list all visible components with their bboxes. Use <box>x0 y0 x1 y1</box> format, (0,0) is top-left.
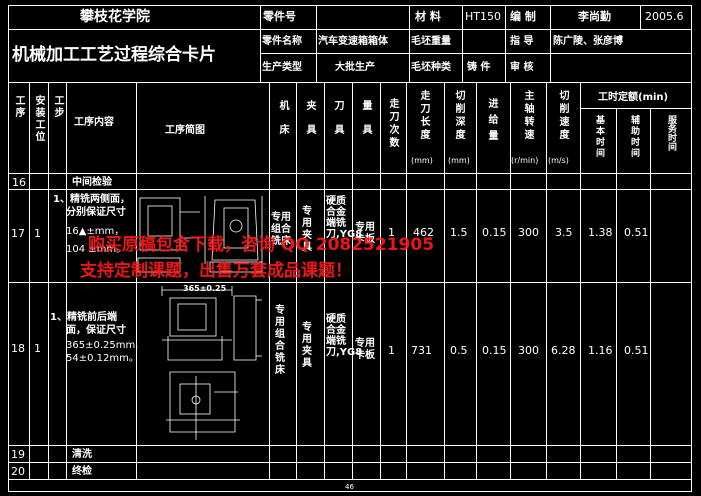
row-20-op: 20 <box>11 465 25 478</box>
col-content: 工序内容 <box>74 117 114 128</box>
row-18-length: 731 <box>411 344 432 357</box>
col-tool: 刀具 <box>332 100 343 148</box>
row-17-machine: 专用组合铣床 <box>271 212 291 247</box>
col-depth-unit: (mm) <box>448 156 470 165</box>
col-time-group: 工时定额(min) <box>598 92 669 103</box>
prod-type-value: 大批生产 <box>335 62 375 73</box>
col-speed: 主轴转速 <box>522 90 533 142</box>
row-18-t-aux: 0.51 <box>624 344 649 357</box>
row-17-content-1: 1、精铣两侧面， <box>53 194 130 205</box>
blank-weight-label: 毛坯重量 <box>411 36 451 47</box>
row-18-depth: 0.5 <box>450 344 468 357</box>
col-machine: 机床 <box>277 100 288 148</box>
row-17-feed: 0.15 <box>482 226 507 239</box>
row-17-fixture: 专用夹具 <box>302 206 312 253</box>
part-name-value: 汽车变速箱箱体 <box>318 36 388 47</box>
row-20-content: 终检 <box>72 466 92 477</box>
col-gauge: 量具 <box>360 100 371 148</box>
part-name-label: 零件名称 <box>262 36 302 47</box>
school-name: 攀枝花学院 <box>80 9 150 25</box>
row-16-content: 中间检验 <box>72 177 112 188</box>
sketch-row-18 <box>161 286 262 440</box>
row-17-content-2: 分别保证尺寸 <box>66 207 126 218</box>
row-17-content-3: 16▲±mm， <box>66 226 125 237</box>
row-16-op: 16 <box>12 176 26 189</box>
col-install: 安装工位 <box>33 95 44 143</box>
col-vc-unit: (m/s) <box>548 156 569 165</box>
compiler-value: 李尚勤 <box>578 10 611 23</box>
col-depth: 切削深度 <box>453 90 464 142</box>
material-value: HT150 <box>465 10 501 23</box>
col-length-unit: (mm) <box>411 156 433 165</box>
page-number: 46 <box>345 483 354 491</box>
row-17-tool: 硬质合金端铣刀,YG8 <box>326 196 363 240</box>
date-value: 2005.6 <box>645 10 684 23</box>
row-17-passes: 1 <box>388 226 395 239</box>
blank-kind-label: 毛坯种类 <box>411 62 451 73</box>
col-speed-unit: (r/min) <box>511 156 539 165</box>
row-18-t-basic: 1.16 <box>588 344 613 357</box>
row-17-content-4: 104 ±mm。 <box>66 244 127 255</box>
row-18-tool: 硬质合金端铣刀,YG8 <box>326 314 363 358</box>
part-no-label: 零件号 <box>263 10 296 23</box>
row-18-content-1: 1、精铣前后端 <box>50 312 117 323</box>
row-18-op: 18 <box>11 342 25 355</box>
blank-kind-value: 铸 件 <box>467 62 491 73</box>
row-18-passes: 1 <box>388 344 395 357</box>
row-18-machine: 专用组合铣床 <box>275 305 285 376</box>
row-17-t-basic: 1.38 <box>588 226 613 239</box>
col-passes: 走刀次数 <box>387 98 398 150</box>
row-18-content-2: 面，保证尺寸 <box>66 325 126 336</box>
col-sketch: 工序简图 <box>165 125 205 136</box>
compile-label: 编 制 <box>510 10 536 23</box>
prod-type-label: 生产类型 <box>262 62 302 73</box>
material-label: 材 料 <box>415 10 441 23</box>
col-time-serv: 服务时间 <box>666 115 676 151</box>
row-18-install: 1 <box>34 342 41 355</box>
row-18-gauge: 专用卡板 <box>355 338 375 361</box>
row-17-depth: 1.5 <box>450 226 468 239</box>
col-op: 工序 <box>13 95 24 119</box>
row-17-install: 1 <box>34 227 41 240</box>
row-18-content-3: 365±0.25mm, <box>66 340 139 351</box>
row-17-length: 462 <box>413 226 434 239</box>
row-18-content-4: 54±0.12mm。 <box>66 353 139 364</box>
col-step: 工步 <box>52 95 63 119</box>
sketch-row-17 <box>137 196 263 273</box>
advisor-label: 指 导 <box>510 36 534 47</box>
row-18-fixture: 专用夹具 <box>302 322 312 369</box>
col-vc: 切削速度 <box>557 90 568 142</box>
watermark-line-1: 购买原稿包含下载，咨询 QQ 2082521905 <box>88 235 435 255</box>
row-19-content: 清洗 <box>72 449 92 460</box>
row-17-op: 17 <box>11 227 25 240</box>
row-17-speed: 300 <box>518 226 539 239</box>
col-time-basic: 基本时间 <box>594 115 604 159</box>
row-17-gauge: 专用卡板 <box>355 222 375 245</box>
col-length: 走刀长度 <box>418 90 429 142</box>
card-title: 机械加工工艺过程综合卡片 <box>12 45 216 65</box>
row-19-op: 19 <box>11 448 25 461</box>
advisor-value: 陈广陵、张彦博 <box>553 36 623 47</box>
row-18-vc: 6.28 <box>551 344 576 357</box>
sketch-dim-top: 365±0.25 <box>183 284 227 293</box>
watermark-line-2: 支持定制课题，出售万套成品课题！ <box>80 261 352 281</box>
col-fixture: 夹具 <box>304 100 315 148</box>
col-time-aux: 辅助时间 <box>629 115 639 159</box>
row-18-feed: 0.15 <box>482 344 507 357</box>
col-feed: 进给量 <box>486 98 497 146</box>
row-18-speed: 300 <box>518 344 539 357</box>
review-label: 审 核 <box>510 62 534 73</box>
row-17-vc: 3.5 <box>555 226 573 239</box>
row-17-t-aux: 0.51 <box>624 226 649 239</box>
